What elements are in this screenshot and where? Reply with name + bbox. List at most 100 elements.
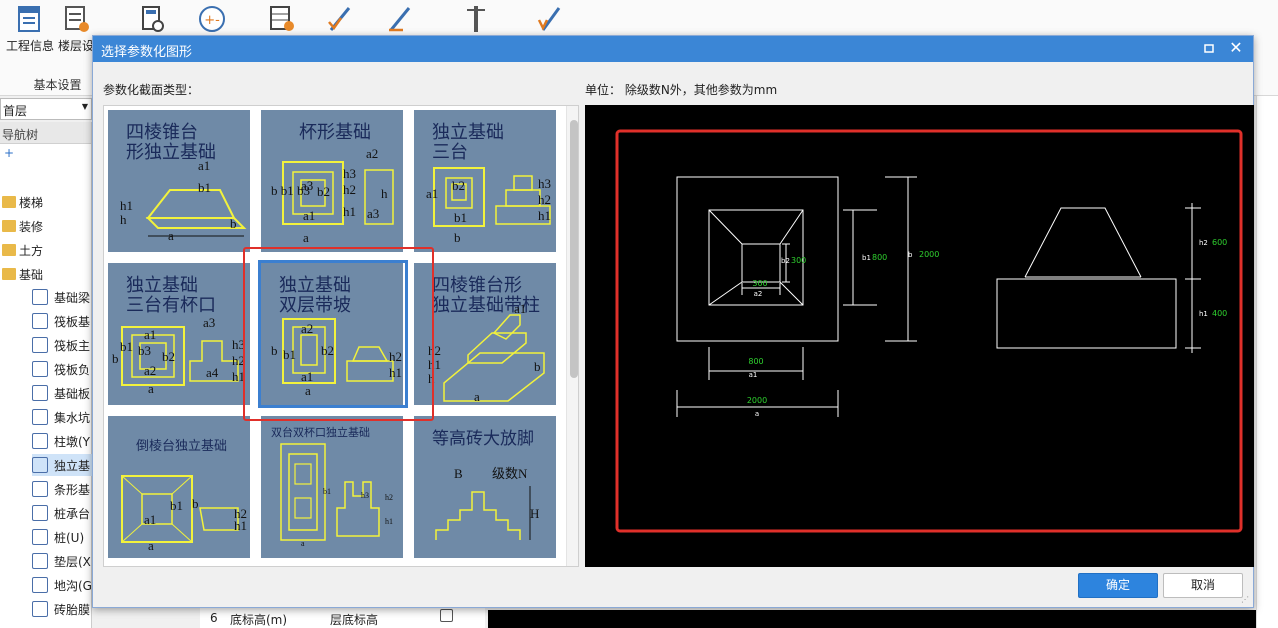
tile-dimension-label: a1 — [144, 512, 156, 527]
tile-dimension-label: b1 — [323, 487, 331, 496]
component-icon — [32, 385, 48, 401]
cancel-button[interactable]: 取消 — [1163, 573, 1243, 598]
shape-preview: 800 a1 2000 a b1 800 b 2000 b2 300 300 a… — [585, 105, 1254, 567]
component-icon — [32, 289, 48, 305]
h1-value: 400 — [1212, 309, 1227, 318]
nav-item-label: 桩(U) — [54, 531, 85, 545]
tile-subtitle: 双层带坡 — [279, 295, 351, 316]
nav-item[interactable]: 基础板 — [32, 382, 92, 404]
ok-button[interactable]: 确定 — [1078, 573, 1158, 598]
pen-check2-icon — [537, 7, 561, 31]
tile-dimension-label: b1 — [283, 347, 296, 362]
nav-add-icon[interactable]: + — [4, 146, 15, 160]
tile-dimension-label: b2 — [452, 178, 465, 193]
nav-item[interactable]: 桩(U) — [32, 526, 92, 548]
tile-title: 四棱锥台形 — [432, 275, 522, 296]
a1-value: 800 — [748, 357, 763, 366]
calc-button[interactable] — [122, 2, 182, 60]
nav-item[interactable]: 筏板基 — [32, 310, 92, 332]
tile-dimension-label: b — [112, 351, 119, 366]
tile-dimension-label: H — [530, 506, 539, 521]
nav-item[interactable]: 集水坑 — [32, 406, 92, 428]
nav-item[interactable]: 筏板主 — [32, 334, 92, 356]
nav-item[interactable]: 垫层(X — [32, 550, 92, 572]
table-add-button[interactable] — [252, 2, 312, 60]
tile-dimension-label: h1 — [232, 369, 245, 384]
tile-dimension-label: h1 — [428, 357, 441, 372]
h2-label: h2 — [1199, 239, 1208, 247]
b2-value: 300 — [791, 256, 806, 265]
tile-dimension-label: a1 — [514, 301, 526, 316]
nav-folder[interactable]: 装修 — [0, 214, 92, 236]
column-button[interactable] — [446, 2, 506, 60]
gallery-scrollbar[interactable] — [566, 106, 578, 566]
nav-item[interactable]: 条形基 — [32, 478, 92, 500]
nav-folder[interactable]: 土方 — [0, 238, 92, 260]
nav-item[interactable]: 柱墩(Y — [32, 430, 92, 452]
floor-settings-icon — [65, 6, 89, 32]
nav-item-label: 集水坑 — [54, 411, 91, 425]
tile-dimension-label: a2 — [366, 146, 378, 161]
tile-dimension-label: a — [305, 383, 311, 398]
tile-dimension-label: a — [303, 230, 309, 245]
a2-label: a2 — [754, 290, 763, 298]
tile-dimension-label: h1 — [538, 208, 551, 223]
resize-grip-icon[interactable]: ⋰ — [1241, 595, 1249, 604]
tile-dimension-label: a1 — [301, 369, 313, 384]
tile-subtitle: 形独立基础 — [126, 142, 216, 163]
maximize-icon[interactable] — [1201, 41, 1217, 57]
tile-dimension-label: h — [120, 212, 127, 227]
chevron-down-icon: ▼ — [81, 102, 88, 111]
tile-dimension-label: h3 — [232, 337, 245, 352]
pen-edit-button[interactable] — [370, 2, 430, 60]
project-info-button[interactable]: 工程信息 — [0, 2, 60, 60]
nav-item-label: 独立基 — [54, 459, 91, 473]
tile-dimension-label: b b1 b3 — [271, 183, 310, 198]
property-checkbox[interactable] — [440, 609, 453, 622]
tile-dimension-label: h — [428, 371, 435, 386]
tile-title: 倒棱台独立基础 — [136, 438, 227, 454]
floor-settings-button[interactable]: 楼层设 — [56, 2, 96, 60]
tile-dimension-label: 级数N — [492, 466, 528, 481]
tile-dimension-label: b1 — [198, 180, 211, 195]
nav-folder-label: 楼梯 — [19, 196, 44, 210]
nav-item[interactable]: 筏板负 — [32, 358, 92, 380]
nav-item-label: 基础梁 — [54, 291, 91, 305]
tile-dimension-label: b — [534, 359, 541, 374]
close-icon[interactable]: ✕ — [1229, 38, 1243, 57]
tile-dimension-label: h2 — [385, 493, 393, 502]
property-value: 层底标高 — [330, 613, 379, 627]
tile-dimension-label: h2 — [538, 192, 551, 207]
pen-check2-button[interactable] — [520, 2, 580, 60]
nav-folder-label: 基础 — [19, 268, 44, 282]
nav-item[interactable]: 桩承台 — [32, 502, 92, 524]
nav-item[interactable]: 地沟(G — [32, 574, 92, 596]
nav-item[interactable]: 砖胎膜 — [32, 598, 92, 620]
scroll-thumb[interactable] — [570, 120, 578, 378]
nav-item[interactable]: 独立基 — [32, 454, 92, 476]
nav-item[interactable]: 基础梁 — [32, 286, 92, 308]
tile-dimension-label: h — [381, 186, 388, 201]
row-number: 6 — [210, 611, 218, 625]
a-label: a — [755, 410, 759, 418]
section-type-label: 参数化截面类型： — [103, 83, 200, 97]
nav-title: 导航树 — [0, 122, 91, 144]
plus-minus-button[interactable]: +- — [182, 2, 242, 60]
tile-dimension-label: a — [148, 381, 154, 396]
floor-select[interactable]: 首层 ▼ — [0, 98, 92, 120]
nav-folder[interactable]: 楼梯 — [0, 190, 92, 212]
nav-folder[interactable]: 基础 — [0, 262, 92, 284]
floor-select-value: 首层 — [3, 104, 28, 118]
pen-edit-icon — [389, 7, 411, 32]
pen-check-button[interactable] — [310, 2, 370, 60]
